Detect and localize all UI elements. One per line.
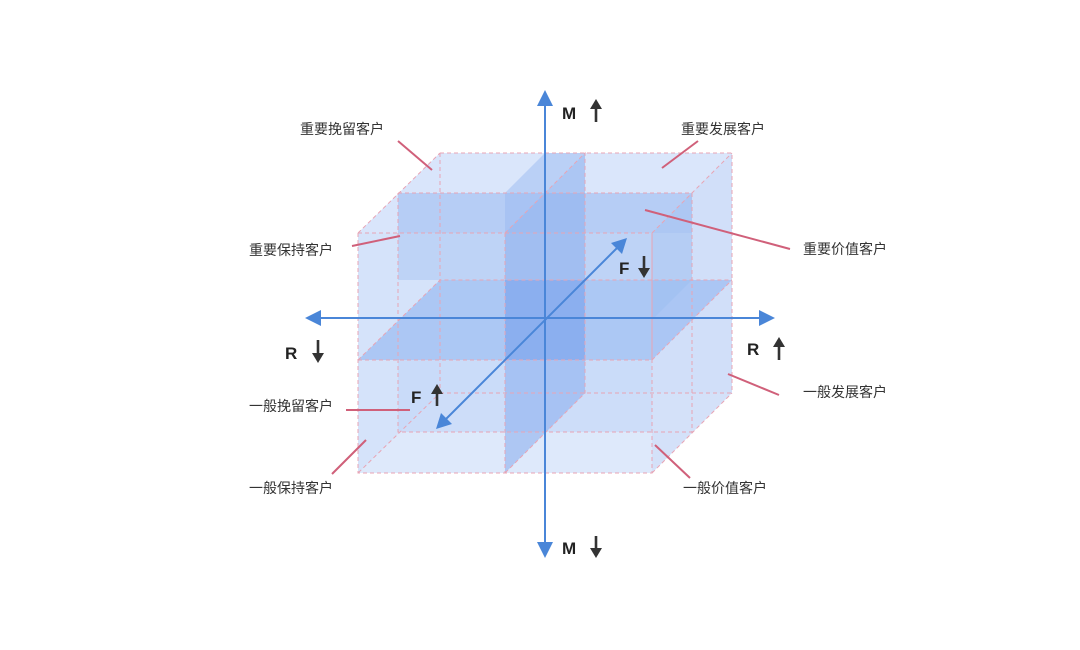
segment-labels: 重要挽留客户 重要发展客户 重要保持客户 重要价值客户 一般挽留客户 一般发展客… [249, 121, 887, 497]
leader-important-keep [351, 235, 401, 247]
leader-general-value [654, 444, 691, 479]
m-up-label: M [562, 104, 576, 123]
label-important-value: 重要价值客户 [803, 241, 887, 258]
r-down-label: R [285, 344, 297, 363]
r-down-arrow-icon [312, 340, 324, 363]
axis-labels: M M R R F F [285, 99, 785, 558]
m-axis-up-arrowhead [537, 90, 553, 106]
m-up-arrow-icon [590, 99, 602, 122]
f-axis [442, 244, 621, 423]
leader-important-value [644, 209, 791, 250]
axes [305, 90, 775, 558]
cube-edges [357, 151, 733, 474]
f-up-label: F [411, 388, 421, 407]
label-important-keep: 重要保持客户 [249, 242, 333, 259]
f-down-arrow-icon [638, 256, 650, 278]
r-up-arrow-icon [773, 337, 785, 360]
leader-important-retain [397, 140, 433, 171]
m-axis-down-arrowhead [537, 542, 553, 558]
f-axis-upper-arrowhead [611, 238, 627, 254]
label-general-keep: 一般保持客户 [249, 480, 333, 497]
label-general-retain: 一般挽留客户 [249, 398, 333, 415]
r-axis-right-arrowhead [759, 310, 775, 326]
leader-general-develop [727, 373, 780, 396]
label-important-retain: 重要挽留客户 [300, 121, 384, 138]
f-down-label: F [619, 259, 629, 278]
label-important-develop: 重要发展客户 [681, 121, 765, 138]
label-general-value: 一般价值客户 [683, 480, 767, 497]
f-up-arrow-icon [431, 384, 443, 406]
m-down-label: M [562, 539, 576, 558]
r-up-label: R [747, 340, 759, 359]
label-general-develop: 一般发展客户 [803, 384, 887, 401]
leader-important-develop [661, 140, 699, 169]
leader-general-keep [331, 439, 367, 475]
m-down-arrow-icon [590, 536, 602, 558]
leader-lines [331, 140, 791, 479]
f-axis-lower-arrowhead [436, 413, 452, 429]
r-axis-left-arrowhead [305, 310, 321, 326]
